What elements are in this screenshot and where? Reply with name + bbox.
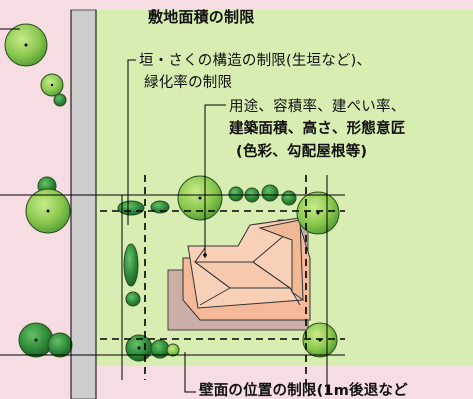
- diagram-title: 敷地面積の制限: [148, 8, 255, 26]
- building: [182, 217, 311, 321]
- building-label-line3: (色彩、勾配屋根等): [236, 144, 368, 160]
- tree-icon: [261, 184, 279, 202]
- setback-label: 壁面の位置の制限(1m後退など: [199, 383, 408, 399]
- road-strip: [70, 9, 97, 399]
- building-label-line2: 建築面積、高さ、形態意匠: [229, 121, 406, 137]
- tree-icon: [281, 190, 297, 206]
- setback-lines: [100, 175, 345, 390]
- property-lines: [0, 10, 345, 399]
- tree-icon: [125, 291, 141, 307]
- building-label-line1: 用途、容積率、建ぺい率、: [229, 99, 406, 115]
- tree-icon: [228, 186, 244, 202]
- tree-center-dots: [24, 43, 322, 350]
- fence-label-line2: 緑化率の制限: [144, 75, 233, 91]
- tree-icon: [166, 343, 180, 357]
- tree-icon: [47, 332, 73, 358]
- leader-lines: [127, 59, 226, 393]
- tree-icon: [150, 200, 170, 214]
- fence-label-line1: 垣・さくの構造の制限(生垣など)、: [139, 53, 372, 69]
- tree-icon: [53, 93, 67, 107]
- tree-icon: [123, 243, 139, 287]
